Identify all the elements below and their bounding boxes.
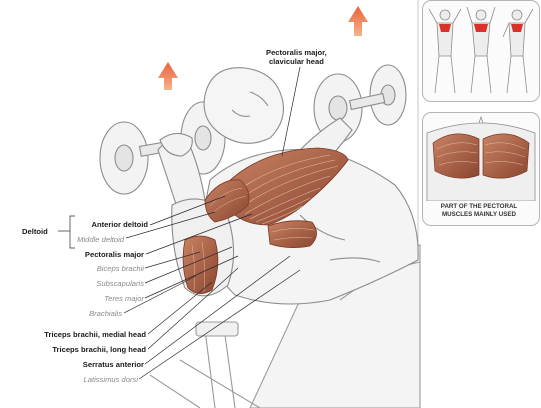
label-middle-deltoid: Middle deltoid — [77, 235, 124, 244]
pectoralis-lower-fibers — [267, 220, 317, 248]
label-anterior-deltoid: Anterior deltoid — [91, 220, 148, 229]
inset-pectoral-panel — [422, 112, 540, 226]
anterior-deltoid — [204, 179, 250, 223]
label-serratus-anterior: Serratus anterior — [82, 360, 144, 369]
right-dumbbell — [313, 64, 407, 143]
bench — [149, 244, 421, 408]
label-pectoralis-major: Pectoralis major — [84, 250, 144, 259]
label-teres-major: Teres major — [104, 294, 144, 303]
label-latissimus-dorsi: Latissimus dorsi — [83, 375, 138, 384]
inset-pectoral — [426, 115, 536, 202]
label-triceps-medial: Triceps brachii, medial head — [44, 330, 146, 339]
label-biceps-brachii: Biceps brachii — [96, 264, 144, 273]
label-pect-clavicular: Pectoralis major, clavicular head — [266, 48, 327, 66]
up-arrow-icon — [158, 62, 178, 90]
label-brachialis: Brachialis — [89, 309, 122, 318]
inset-figures-panel — [422, 0, 540, 102]
inset-figures — [428, 6, 534, 94]
leader-lines — [58, 66, 301, 380]
left-forearm — [157, 132, 206, 211]
up-arrow-icon — [348, 6, 368, 36]
highlight-chest — [439, 24, 523, 32]
head — [203, 67, 285, 144]
label-triceps-long: Triceps brachii, long head — [52, 345, 146, 354]
label-subscapularis: Subscapularis — [96, 279, 144, 288]
inset-caption: PART OF THE PECTORAL MUSCLES MAINLY USED — [440, 203, 518, 218]
label-deltoid-group: Deltoid — [22, 227, 48, 236]
